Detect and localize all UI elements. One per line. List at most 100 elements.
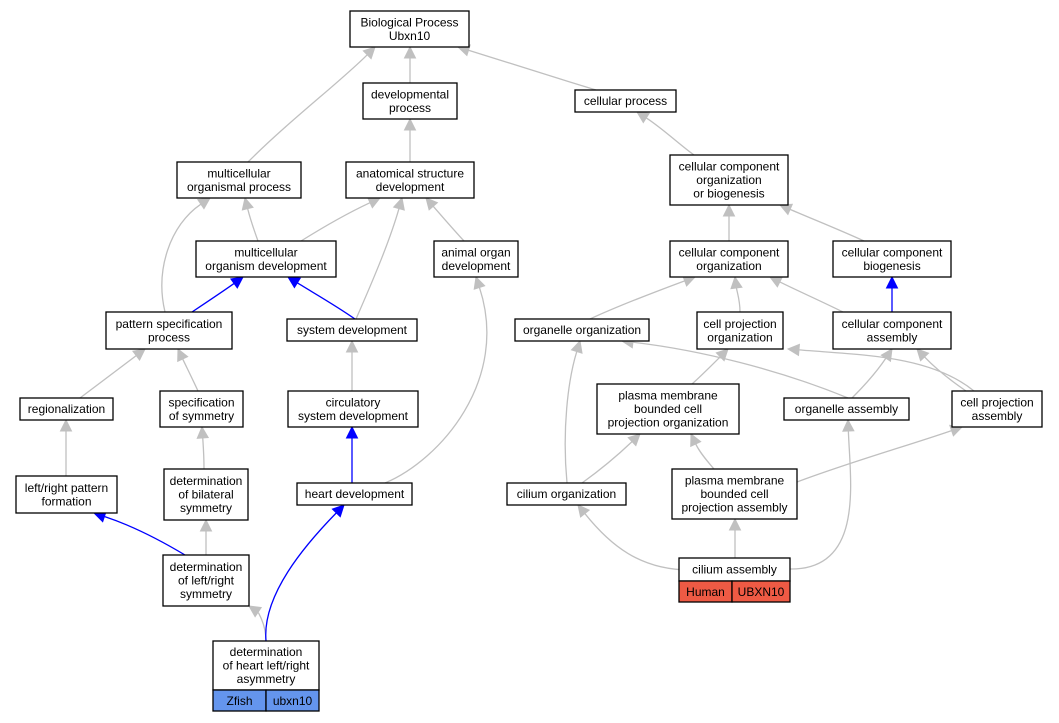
edge-arrowhead	[403, 117, 417, 131]
node-label-line: asymmetry	[237, 672, 296, 686]
edge-arrowhead	[425, 197, 439, 211]
node-label-line: Ubxn10	[389, 29, 431, 43]
node-cilium-org[interactable]: cilium organization	[506, 482, 627, 506]
edge-mc_org_proc-to-bp	[247, 46, 376, 163]
edge-arrowhead	[577, 504, 591, 518]
node-label-line: regionalization	[28, 402, 105, 416]
edge-line	[632, 341, 849, 399]
edge-lr_pattern-to-regionalization	[59, 418, 73, 476]
edge-arrowhead	[366, 197, 382, 209]
edge-line	[789, 430, 852, 570]
edge-line	[581, 441, 633, 484]
edge-cell_proj_assembly-to-cc_assembly	[916, 348, 967, 392]
edge-arrowhead	[728, 517, 742, 531]
node-box	[514, 318, 650, 342]
node-box	[162, 554, 250, 607]
edge-arrowhead	[196, 425, 210, 439]
node-box	[506, 482, 627, 506]
edge-line	[191, 282, 235, 313]
edge-line	[468, 49, 597, 91]
node-label-line: of symmetry	[169, 409, 234, 423]
node-box	[574, 89, 677, 113]
node-label-line: cilium organization	[517, 487, 616, 501]
node-box	[832, 311, 952, 350]
edge-cell_proj_org-to-cc_org	[730, 275, 743, 313]
edge-arrowhead	[885, 275, 899, 289]
edge-cell_proj_assembly-to-cell_proj_org	[786, 343, 975, 392]
edge-arrowhead	[715, 348, 729, 362]
edge-arrowhead	[778, 203, 794, 216]
node-label-line: determination	[170, 474, 243, 488]
node-label-line: organelle organization	[523, 323, 641, 337]
edge-line	[589, 280, 685, 320]
node-label-line: organization	[707, 330, 772, 344]
edge-heart_dev-to-circ_sys_dev	[345, 425, 359, 484]
node-label-line: organelle assembly	[795, 402, 898, 416]
node-label-line: cellular component	[679, 160, 780, 174]
edge-cell_proc-to-bp	[456, 44, 597, 91]
edge-line	[182, 358, 199, 392]
node-box	[159, 390, 244, 428]
edge-arrowhead	[880, 348, 893, 363]
node-label-line: biogenesis	[863, 259, 920, 273]
node-box	[669, 154, 789, 206]
edge-arrowhead	[362, 46, 376, 60]
node-cell-proc[interactable]: cellular process	[574, 89, 677, 113]
edge-line	[584, 513, 691, 571]
node-label-line: assembly	[972, 409, 1023, 423]
node-organelle-assembly[interactable]: organelle assembly	[783, 397, 910, 421]
edge-arrowhead	[473, 275, 486, 290]
edge-det_heart_lr-to-det_lr	[248, 605, 267, 642]
edge-line	[296, 282, 356, 320]
edge-line	[564, 351, 578, 484]
edge-line	[432, 205, 465, 242]
node-label-line: pattern specification	[116, 317, 223, 331]
edge-arrowhead	[59, 418, 73, 432]
edge-arrowhead	[570, 339, 583, 354]
gene-tag-cell	[731, 580, 791, 603]
edge-arrowhead	[199, 518, 213, 532]
node-label-line: left/right pattern	[25, 481, 108, 495]
node-regionalization[interactable]: regionalization	[19, 397, 114, 421]
node-box	[671, 468, 798, 520]
edge-pattern_spec-to-mc_org_dev	[191, 276, 244, 313]
node-label-line: cell projection	[703, 317, 776, 331]
edge-arrowhead	[331, 504, 345, 518]
edge-arrowhead	[196, 197, 211, 210]
node-label-line: cilium assembly	[692, 563, 777, 577]
node-box	[195, 240, 337, 278]
edge-circ_sys_dev-to-system_dev	[345, 339, 359, 392]
node-organelle-org[interactable]: organelle organization	[514, 318, 650, 342]
edge-line	[691, 356, 721, 385]
edge-pmbcpa-to-pmbcpo	[690, 432, 715, 470]
node-heart-dev[interactable]: heart development	[296, 482, 413, 506]
node-box	[596, 383, 740, 435]
edge-cc_bio-to-ccob	[778, 203, 865, 242]
node-system-dev[interactable]: system development	[286, 318, 418, 342]
edge-arrowhead	[345, 425, 359, 439]
node-box	[287, 390, 419, 428]
edge-arrowhead	[132, 348, 146, 361]
